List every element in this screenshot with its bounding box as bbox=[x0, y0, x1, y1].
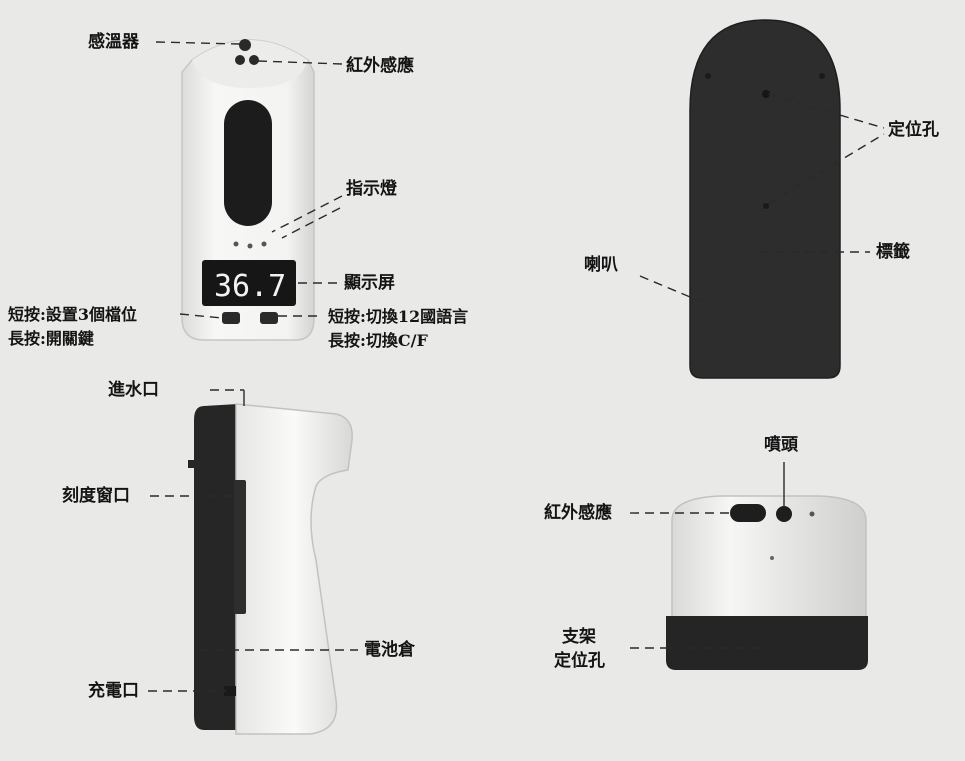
label-nozzle: 噴頭 bbox=[764, 435, 798, 455]
label-infrared-top: 紅外感應 bbox=[346, 56, 414, 76]
label-infrared-bottom: 紅外感應 bbox=[544, 503, 612, 523]
positioning-hole-top bbox=[762, 90, 770, 98]
indicator-light-1 bbox=[233, 241, 239, 247]
back-view bbox=[689, 19, 841, 379]
label-speaker: 喇叭 bbox=[584, 255, 618, 275]
side-body bbox=[235, 403, 353, 735]
display-reading: 36.7 bbox=[214, 269, 286, 304]
back-screw-right bbox=[819, 73, 825, 79]
label-sensor: 感溫器 bbox=[88, 32, 139, 52]
charging-port-mark bbox=[224, 686, 236, 696]
label-bracket-line2: 定位孔 bbox=[554, 651, 605, 671]
indicator-light-2 bbox=[247, 243, 253, 249]
indicator-light-3 bbox=[261, 241, 267, 247]
right-button bbox=[260, 312, 278, 324]
side-back-panel bbox=[194, 404, 238, 730]
label-right-button-long: 長按:切換C/F bbox=[328, 331, 428, 350]
bottom-view bbox=[666, 495, 868, 670]
label-left-button-short: 短按:設置3個檔位 bbox=[8, 305, 138, 324]
front-head bbox=[192, 40, 308, 88]
label-positioning-hole: 定位孔 bbox=[888, 120, 939, 140]
side-view bbox=[188, 390, 353, 735]
scale-window bbox=[234, 480, 246, 614]
infrared-sensor-left bbox=[235, 55, 245, 65]
label-display: 顯示屏 bbox=[344, 273, 395, 293]
label-scale-window: 刻度窗口 bbox=[62, 486, 130, 506]
back-panel bbox=[689, 19, 841, 379]
label-right-button-short: 短按:切換12國語言 bbox=[328, 307, 469, 326]
side-notch-top bbox=[188, 460, 196, 468]
leader-lines bbox=[148, 41, 885, 692]
left-button bbox=[222, 312, 240, 324]
positioning-hole-mid bbox=[763, 203, 769, 209]
front-window bbox=[224, 100, 272, 226]
bottom-dot bbox=[809, 511, 815, 517]
temperature-sensor bbox=[239, 39, 251, 51]
back-screw-left bbox=[705, 73, 711, 79]
bottom-infrared-sensor bbox=[730, 504, 766, 522]
bottom-nozzle bbox=[776, 506, 792, 522]
label-water-inlet: 進水口 bbox=[108, 380, 159, 400]
display-screen bbox=[202, 260, 296, 306]
bottom-body bbox=[671, 495, 867, 621]
infrared-sensor-right bbox=[249, 55, 259, 65]
bottom-dot-center bbox=[770, 556, 774, 560]
front-view: 36.7 bbox=[181, 39, 315, 341]
label-left-button-long: 長按:開關鍵 bbox=[8, 329, 94, 348]
label-battery-compartment: 電池倉 bbox=[364, 640, 415, 660]
label-charging-port: 充電口 bbox=[88, 681, 139, 701]
label-indicator: 指示燈 bbox=[346, 179, 397, 199]
label-bracket-line1: 支架 bbox=[562, 627, 596, 647]
label-label-sticker: 標籤 bbox=[876, 242, 910, 262]
bottom-base bbox=[666, 616, 868, 670]
